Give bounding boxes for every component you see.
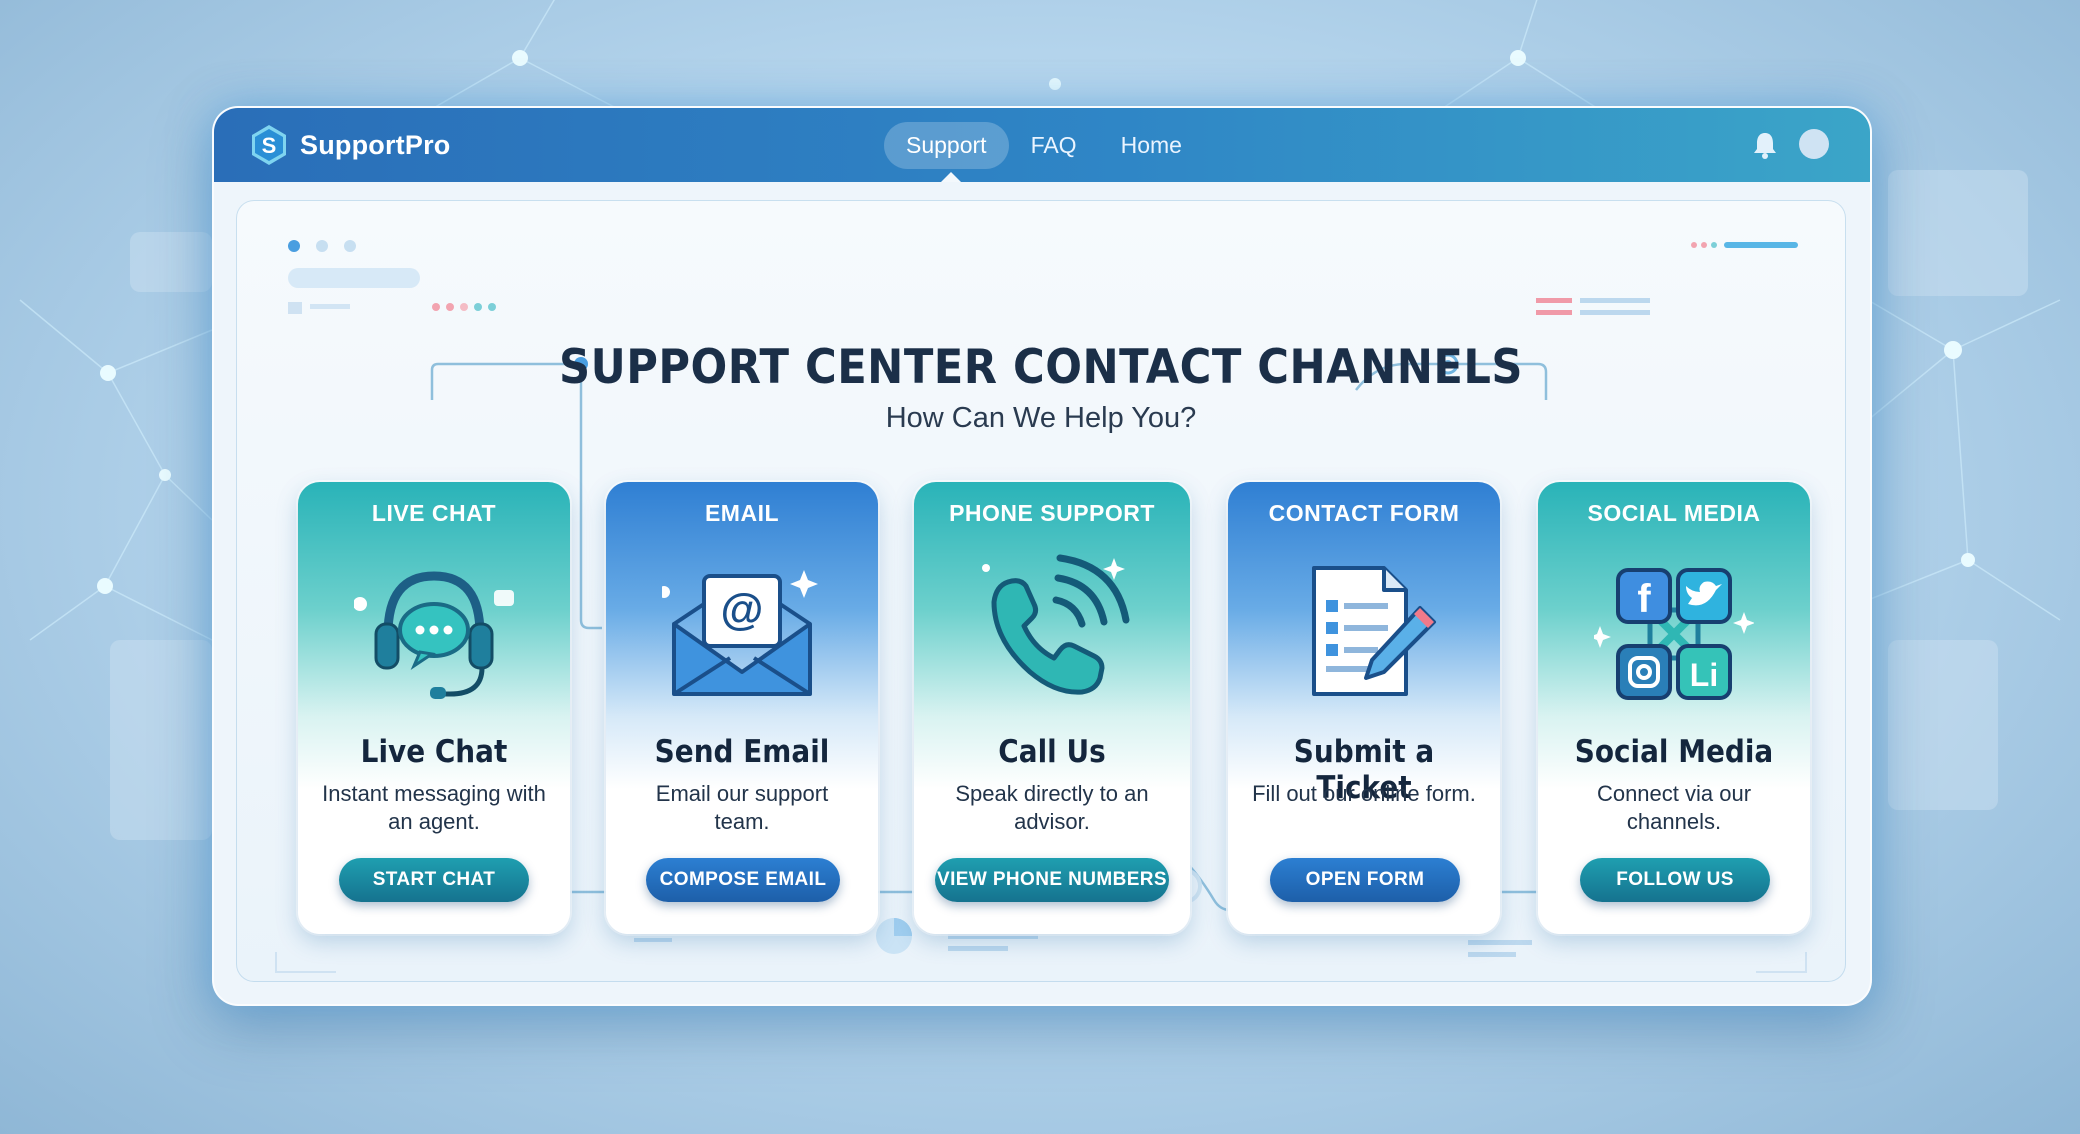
card-header: SOCIAL MEDIA [1587,500,1761,526]
card-header: LIVE CHAT [371,500,497,526]
compose-email-button[interactable]: COMPOSE EMAIL [646,858,840,902]
card-contact-form: CONTACT FORM Submit a Ticket Fill out ou… [1228,482,1500,934]
view-phone-numbers-button[interactable]: VIEW PHONE NUMBERS [935,858,1169,902]
card-phone-support: PHONE SUPPORT Call Us Speak directly to … [914,482,1190,934]
linkedin-icon [1676,644,1732,700]
top-bar: S SupportPro Support FAQ Home [214,108,1870,182]
open-form-button[interactable]: OPEN FORM [1270,858,1460,902]
phone-icon [982,554,1130,695]
card-social-media: SOCIAL MEDIA f Li Social Media Connect v… [1538,482,1810,934]
card-description: Email our support team. [655,781,829,834]
page-title: SUPPORT CENTER CONTACT CHANNELS [559,340,1523,395]
window-dots-decoration [288,240,420,314]
facebook-icon [1616,568,1672,624]
form-pencil-icon [1312,566,1436,696]
brand[interactable]: S SupportPro [250,124,451,166]
active-tab-indicator [941,172,961,182]
headset-chat-icon [354,571,514,699]
card-title: Live Chat [360,734,508,770]
card-header: EMAIL [704,500,780,526]
tab-home[interactable]: Home [1120,132,1182,158]
linkedin-letters: Li [1690,657,1718,693]
card-title: Social Media [1574,734,1774,770]
card-description: Instant messaging with an agent. [322,781,546,834]
start-chat-button[interactable]: START CHAT [339,858,529,902]
bell-icon[interactable] [1748,128,1782,162]
app-name: SupportPro [300,129,451,160]
svg-text:@: @ [721,585,764,634]
logo-letter: S [262,133,277,158]
tab-support[interactable]: Support [884,122,1009,169]
avatar[interactable] [1799,129,1829,159]
card-title: Send Email [654,734,830,770]
top-nav: Support FAQ Home [884,122,1204,169]
facebook-letter: f [1637,577,1651,621]
card-header: CONTACT FORM [1268,500,1460,526]
card-description: Connect via our channels. [1596,781,1752,834]
card-title: Submit a Ticket [1293,734,1435,806]
content-panel: SUPPORT CENTER CONTACT CHANNELS How Can … [236,200,1846,982]
card-description: Speak directly to an advisor. [955,781,1149,834]
card-title: Call Us [998,734,1106,770]
card-email: EMAIL @ Send Email Email our support tea… [606,482,878,934]
app-window: S SupportPro Support FAQ Home [212,106,1872,1006]
card-header: PHONE SUPPORT [949,500,1155,526]
supportpro-logo-icon: S [252,125,286,165]
page-subtitle: How Can We Help You? [885,402,1197,434]
instagram-icon [1616,644,1672,700]
follow-us-button[interactable]: FOLLOW US [1580,858,1770,902]
card-description: Fill out our online form. [1252,781,1476,806]
card-live-chat: LIVE CHAT Live Chat Instant messaging wi… [298,482,570,934]
envelope-icon: @ [662,570,818,696]
social-network-icon: f Li [1594,568,1754,700]
tab-faq[interactable]: FAQ [1030,132,1077,158]
